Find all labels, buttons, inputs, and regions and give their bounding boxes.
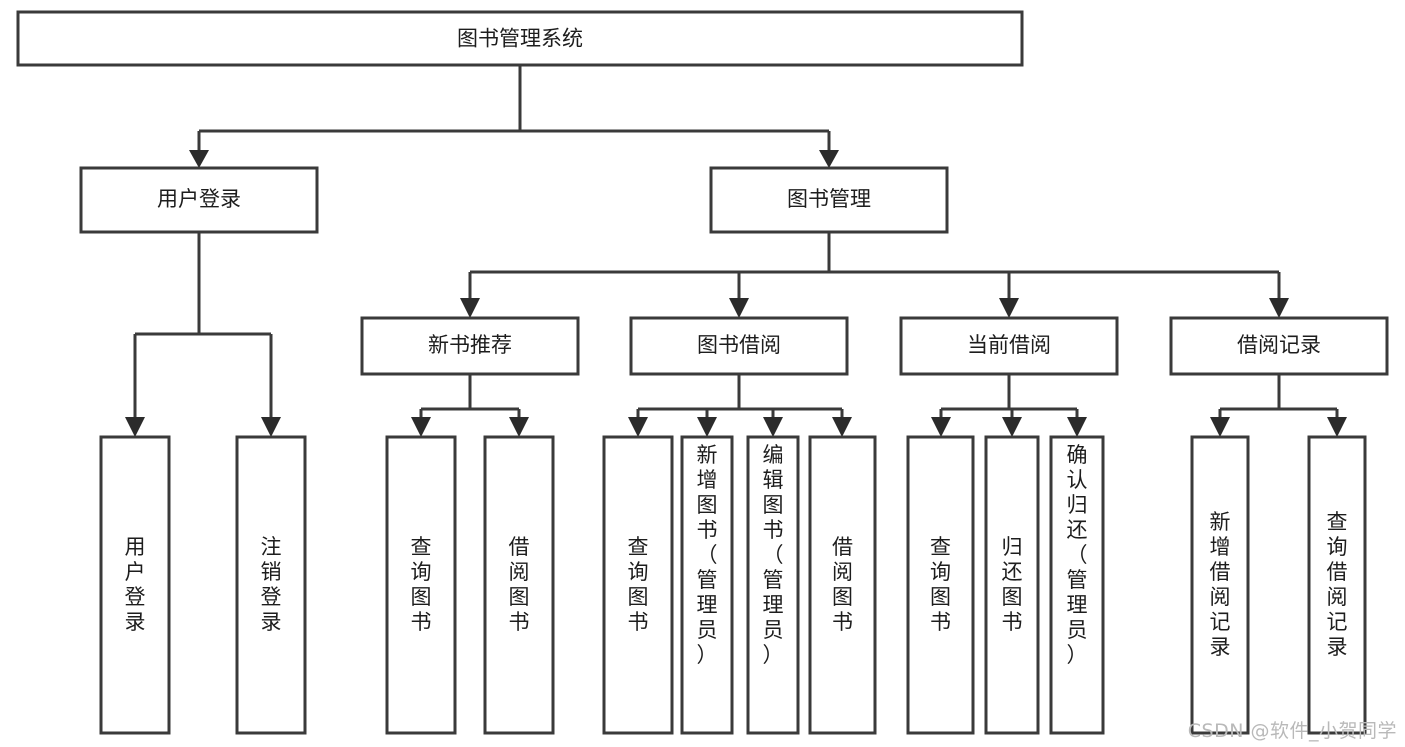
watermark: CSDN @软件_小贺同学 [1187, 720, 1397, 742]
node-leaf-borrow-book-1-box[interactable] [483, 435, 555, 735]
arrow-head-bookborrow [729, 298, 749, 318]
arrow-head-leaf-query-record [1327, 417, 1347, 437]
node-book-borrow-box[interactable] [629, 316, 849, 376]
arrow-head-leaf-return-book [1002, 417, 1022, 437]
node-book-borrow-label: 图书借阅 [697, 333, 781, 357]
node-book-borrow[interactable]: 图书借阅 [629, 316, 849, 376]
node-leaf-query-book-3-box[interactable] [906, 435, 975, 735]
arrow-head-bookmanage [819, 150, 839, 168]
arrow-head-leaf-confirm-return [1067, 417, 1087, 437]
node-leaf-query-book-1-box[interactable] [385, 435, 457, 735]
node-book-manage-box[interactable] [709, 166, 949, 234]
node-leaf-query-book-2-box[interactable] [602, 435, 674, 735]
arrow-head-leaf-add-book [697, 417, 717, 437]
arrow-head-leaf-borrow-book-2 [832, 417, 852, 437]
node-borrow-record-box[interactable] [1169, 316, 1389, 376]
arrow-head-leaf-add-record [1210, 417, 1230, 437]
node-user-login-box[interactable] [79, 166, 319, 234]
arrow-head-leaf-query-book-1 [411, 417, 431, 437]
node-current-borrow[interactable]: 当前借阅 [899, 316, 1119, 376]
arrow-head-leaf-query-book-2 [628, 417, 648, 437]
arrow-head-newbookrec [460, 298, 480, 318]
node-new-book-rec-label: 新书推荐 [428, 333, 512, 357]
arrow-head-borrowrecord [1269, 298, 1289, 318]
arrow-head-leaf-borrow-book-1 [509, 417, 529, 437]
node-current-borrow-label: 当前借阅 [967, 333, 1051, 357]
node-leaf-return-book-box[interactable] [984, 435, 1040, 735]
node-root[interactable]: 图书管理系统 [16, 10, 1024, 67]
node-root-label: 图书管理系统 [457, 27, 583, 51]
node-new-book-rec-box[interactable] [360, 316, 580, 376]
arrow-head-currentborrow [999, 298, 1019, 318]
node-leaf-add-book-box[interactable] [680, 435, 734, 735]
node-user-login-label: 用户登录 [157, 187, 241, 211]
node-leaf-confirm-return-box[interactable] [1049, 435, 1105, 735]
arrow-head-leaf-user-login [125, 417, 145, 437]
node-borrow-record-label: 借阅记录 [1237, 333, 1321, 357]
node-new-book-rec[interactable]: 新书推荐 [360, 316, 580, 376]
node-user-login[interactable]: 用户登录 [79, 166, 319, 234]
node-current-borrow-box[interactable] [899, 316, 1119, 376]
node-leaf-edit-book-box[interactable] [746, 435, 800, 735]
node-leaf-query-record-box[interactable] [1307, 435, 1367, 735]
connectors-layer [125, 65, 1347, 437]
node-leaf-logout-box[interactable] [235, 435, 307, 735]
arrow-head-leaf-edit-book [763, 417, 783, 437]
arrow-head-leaf-logout [261, 417, 281, 437]
arrow-head-userlogin [189, 150, 209, 168]
node-leaf-borrow-book-2-box[interactable] [808, 435, 877, 735]
node-book-manage[interactable]: 图书管理 [709, 166, 949, 234]
node-root-box[interactable] [16, 10, 1024, 67]
node-book-manage-label: 图书管理 [787, 187, 871, 211]
node-leaf-user-login-box[interactable] [99, 435, 171, 735]
arrow-head-leaf-query-book-3 [931, 417, 951, 437]
node-borrow-record[interactable]: 借阅记录 [1169, 316, 1389, 376]
leaf-boxes-layer [99, 435, 1367, 735]
node-leaf-add-record-box[interactable] [1190, 435, 1250, 735]
